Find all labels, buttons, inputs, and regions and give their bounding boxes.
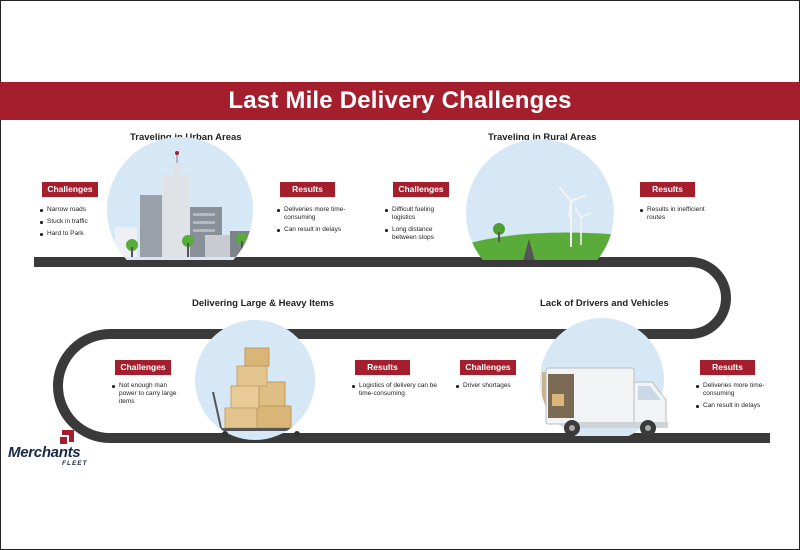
logo-mark-icon xyxy=(60,430,74,444)
list-item: Driver shortages xyxy=(456,382,526,390)
urban-illustration xyxy=(107,137,253,260)
rural-challenges-list: Difficult fueling logistics Long distanc… xyxy=(385,206,450,246)
drivers-challenges-list: Driver shortages xyxy=(456,382,526,394)
rural-results-tag: Results xyxy=(640,182,695,197)
heavy-challenges-tag: Challenges xyxy=(115,360,171,375)
list-item: Long distance between stops xyxy=(385,226,450,242)
heavy-results-list: Logistics of delivery can be time-consum… xyxy=(352,382,442,402)
rural-results-list: Results in inefficient routes xyxy=(640,206,710,226)
rural-illustration xyxy=(466,139,614,260)
list-item: Narrow roads xyxy=(40,206,105,214)
drivers-section-title: Lack of Drivers and Vehicles xyxy=(540,298,669,309)
list-item: Deliveries more time-consuming xyxy=(277,206,355,222)
heavy-section-title: Delivering Large & Heavy Items xyxy=(192,298,335,309)
urban-challenges-tag: Challenges xyxy=(42,182,98,197)
list-item: Not enough man power to carry large item… xyxy=(112,382,182,406)
heavy-results-tag: Results xyxy=(355,360,410,375)
list-item: Stuck in traffic xyxy=(40,218,105,226)
drivers-results-tag: Results xyxy=(700,360,755,375)
urban-results-tag: Results xyxy=(280,182,335,197)
list-item: Can result in delays xyxy=(696,402,778,410)
urban-results-list: Deliveries more time-consuming Can resul… xyxy=(277,206,355,238)
urban-challenges-list: Narrow roads Stuck in traffic Hard to Pa… xyxy=(40,206,105,242)
page-title: Last Mile Delivery Challenges xyxy=(228,87,572,114)
list-item: Difficult fueling logistics xyxy=(385,206,450,222)
rural-section-title: Traveling in Rural Areas xyxy=(488,132,597,143)
list-item: Hard to Park xyxy=(40,230,105,238)
heavy-challenges-list: Not enough man power to carry large item… xyxy=(112,382,182,410)
van-illustration xyxy=(540,318,668,436)
logo-name: Merchants xyxy=(8,444,81,461)
title-banner: Last Mile Delivery Challenges xyxy=(0,82,800,120)
drivers-results-list: Deliveries more time-consuming Can resul… xyxy=(696,382,778,414)
rural-challenges-tag: Challenges xyxy=(393,182,449,197)
drivers-challenges-tag: Challenges xyxy=(460,360,516,375)
list-item: Logistics of delivery can be time-consum… xyxy=(352,382,442,398)
logo-sub: FLEET xyxy=(62,460,88,467)
list-item: Can result in delays xyxy=(277,226,355,234)
boxes-illustration xyxy=(195,320,315,440)
list-item: Results in inefficient routes xyxy=(640,206,710,222)
list-item: Deliveries more time-consuming xyxy=(696,382,778,398)
